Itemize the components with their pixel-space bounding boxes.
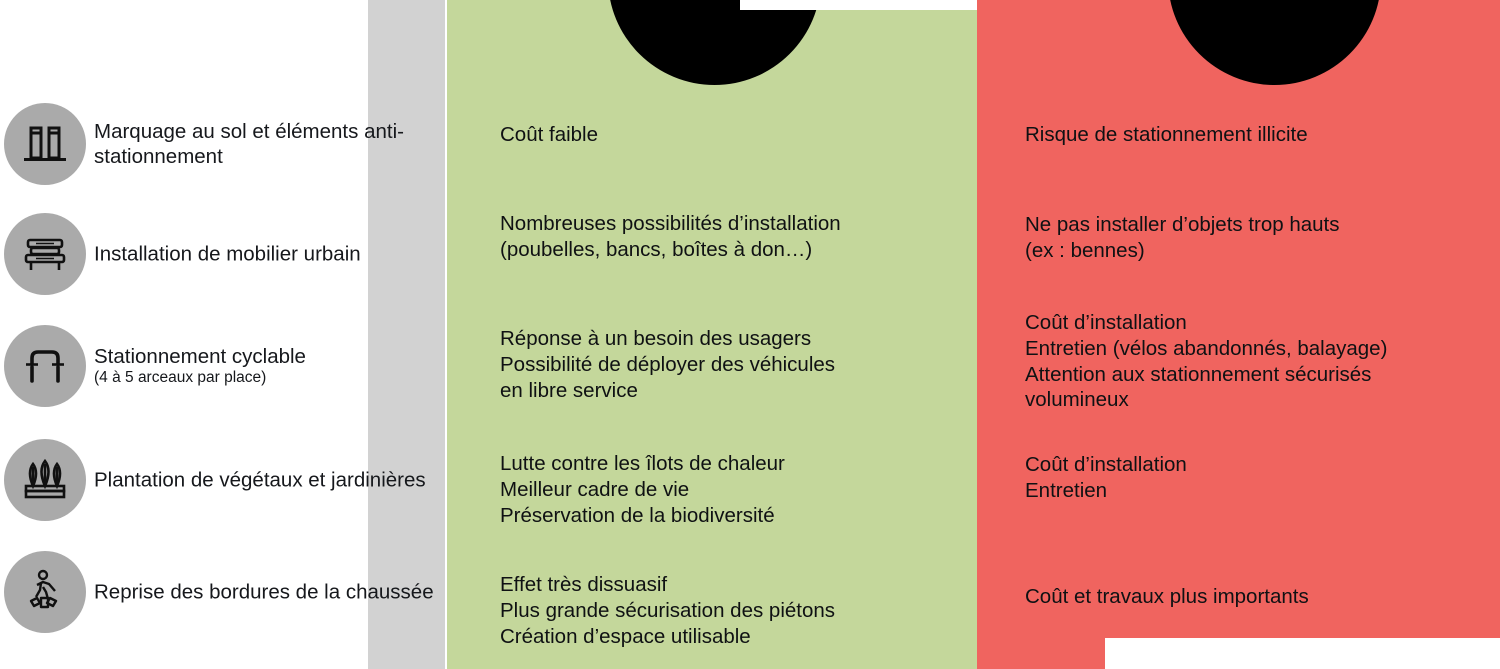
measure-text: Plantation de végétaux et jardinières: [94, 468, 434, 493]
list-item[interactable]: Plantation de végétaux et jardinières: [0, 426, 445, 534]
measure-subtitle: (4 à 5 arceaux par place): [94, 369, 267, 387]
measures-column-shadow-strip: [368, 0, 445, 669]
bench-icon: [4, 213, 86, 295]
plants-icon: [4, 439, 86, 521]
pros-column-background: [447, 0, 977, 669]
pros-block-3: Réponse à un besoin des usagers Possibil…: [500, 327, 836, 402]
top-left-white-notch: [0, 0, 368, 90]
cons-block-1: Risque de stationnement illicite: [1025, 123, 1308, 146]
bollards-icon: [4, 103, 86, 185]
cons-block-5: Coût et travaux plus importants: [1025, 585, 1309, 608]
measure-title: Installation de mobilier urbain: [94, 242, 361, 266]
measure-title: Reprise des bordures de la chaussée: [94, 580, 434, 604]
pros-block-2: Nombreuses possibilités d’installation (…: [500, 212, 841, 261]
measure-title: Plantation de végétaux et jardinières: [94, 468, 426, 492]
cons-block-3: Coût d’installation Entretien (vélos aba…: [1025, 311, 1388, 412]
list-item[interactable]: Stationnement cyclable (4 à 5 arceaux pa…: [0, 312, 445, 420]
pros-block-5: Effet très dissuasif Plus grande sécuris…: [500, 573, 836, 648]
measure-text: Marquage au sol et éléments anti-station…: [94, 119, 434, 169]
list-item[interactable]: Installation de mobilier urbain: [0, 200, 445, 308]
pros-block-4: Lutte contre les îlots de chaleur Meille…: [500, 452, 785, 527]
cons-block-2: Ne pas installer d’objets trop hauts (ex…: [1025, 213, 1340, 262]
cons-block-4: Coût d’installation Entretien: [1025, 453, 1187, 502]
measure-title: Stationnement cyclable: [94, 345, 306, 369]
measure-text: Stationnement cyclable (4 à 5 arceaux pa…: [94, 344, 434, 388]
list-item[interactable]: Reprise des bordures de la chaussée: [0, 538, 445, 646]
measure-text: Reprise des bordures de la chaussée: [94, 580, 434, 605]
bike-rack-icon: [4, 325, 86, 407]
cons-column-background: [977, 0, 1500, 638]
bottom-left-white-mask: [0, 638, 368, 669]
list-item[interactable]: Marquage au sol et éléments anti-station…: [0, 90, 445, 198]
measure-title: Marquage au sol et éléments anti-station…: [94, 120, 404, 168]
pedestrian-crossing-icon: [4, 551, 86, 633]
top-white-mask: [740, 0, 977, 10]
pros-block-1: Coût faible: [500, 123, 599, 146]
measures-list: Marquage au sol et éléments anti-station…: [0, 90, 445, 638]
cons-column-bottom-mask: [1105, 638, 1500, 669]
measure-text: Installation de mobilier urbain: [94, 242, 434, 267]
cons-column-footer-block: [977, 638, 1105, 669]
